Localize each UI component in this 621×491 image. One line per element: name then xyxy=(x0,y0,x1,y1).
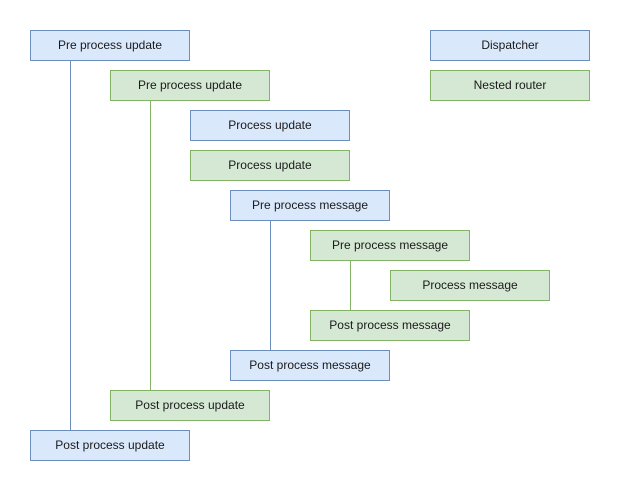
node-box[interactable]: Pre process update xyxy=(110,70,270,101)
node-box[interactable]: Dispatcher xyxy=(430,30,590,61)
connector-line xyxy=(350,261,351,310)
node-box[interactable]: Nested router xyxy=(430,70,590,101)
node-box[interactable]: Pre process update xyxy=(30,30,190,61)
node-box[interactable]: Pre process message xyxy=(230,190,390,221)
connector-line xyxy=(150,101,151,390)
node-box[interactable]: Post process update xyxy=(30,430,190,461)
node-box[interactable]: Post process message xyxy=(230,350,390,381)
node-box[interactable]: Process message xyxy=(390,270,550,301)
node-box[interactable]: Post process message xyxy=(310,310,470,341)
connector-line xyxy=(270,221,271,350)
node-box[interactable]: Process update xyxy=(190,150,350,181)
node-box[interactable]: Process update xyxy=(190,110,350,141)
connector-line xyxy=(70,61,71,430)
node-box[interactable]: Post process update xyxy=(110,390,270,421)
node-box[interactable]: Pre process message xyxy=(310,230,470,261)
